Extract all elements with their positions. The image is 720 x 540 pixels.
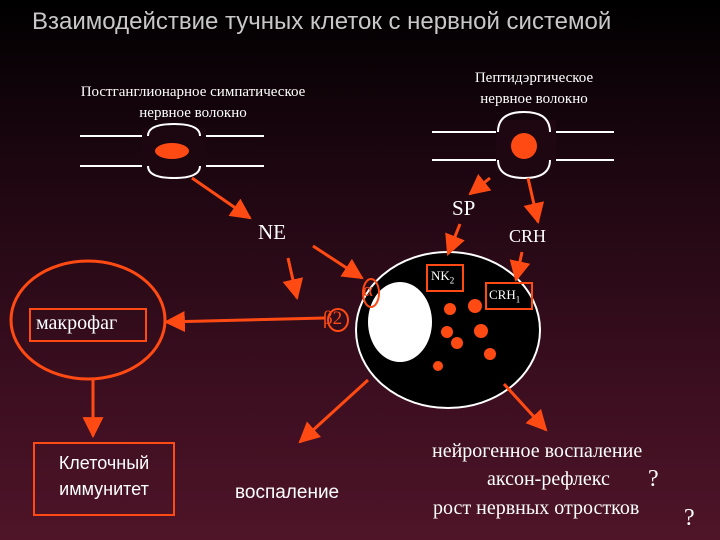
arrow-fiber-to-crh — [523, 177, 545, 225]
arrow-fiber-to-sp — [468, 173, 492, 196]
inflammation-label: воспаление — [235, 482, 340, 503]
cellular-immunity-label: Клеточный иммунитет — [34, 450, 174, 502]
granule — [444, 303, 456, 315]
nerve-growth-label: рост нервных отростков — [433, 497, 640, 519]
granule — [433, 361, 443, 371]
macrophage-box — [29, 308, 147, 342]
peptidergic-varicosity — [511, 133, 537, 159]
nk2-base: NK — [431, 268, 450, 283]
beta2-label: β2 — [323, 308, 343, 329]
arrow-crh-to-crh1 — [509, 251, 531, 283]
neurogenic-inflammation-label: нейрогенное воспаление — [432, 440, 643, 462]
crh1-receptor-box — [485, 282, 533, 310]
granule — [468, 299, 482, 313]
alpha-label: α — [363, 280, 373, 301]
nk2-receptor-box — [426, 264, 464, 292]
crh-label: CRH — [509, 226, 547, 246]
axon-reflex-question: ? — [648, 466, 659, 492]
sympathetic-nerve-fiber — [80, 122, 264, 180]
arrow-sp-to-nk2 — [445, 223, 465, 256]
granule — [484, 348, 496, 360]
axon-reflex-label: аксон-рефлекс — [487, 468, 610, 490]
macrophage-label: макрофаг — [36, 312, 118, 334]
granule — [451, 337, 463, 349]
sympathetic-fiber-line1: Постганглионарное симпатическое — [80, 84, 306, 100]
peptidergic-fiber-label: Пептидэргическое нервное волокно — [436, 68, 632, 110]
peptidergic-fiber-line2: нервное волокно — [480, 91, 588, 107]
slide-title: Взаимодействие тучных клеток с нервной с… — [32, 8, 612, 35]
crh1-base: CRH — [489, 287, 516, 302]
ne-label: NE — [258, 220, 286, 244]
beta2-receptor — [327, 308, 349, 332]
cellular-immunity-line1: Клеточный — [58, 453, 150, 473]
arrow-ne-to-alpha — [312, 244, 364, 280]
crh1-sub: 1 — [515, 294, 521, 305]
cellular-immunity-box — [33, 442, 175, 516]
peptidergic-fiber-line1: Пептидэргическое — [474, 70, 594, 86]
arrow-beta2-to-macrophage — [163, 311, 326, 333]
granule — [474, 324, 488, 338]
cellular-immunity-line2: иммунитет — [59, 479, 149, 499]
mast-cell-nucleus — [368, 282, 432, 362]
alpha-receptor — [362, 278, 380, 308]
arrow-cell-to-neurogenic — [502, 382, 548, 432]
nk2-sub: 2 — [449, 275, 455, 286]
sp-label: SP — [452, 196, 476, 220]
granule — [441, 326, 453, 338]
arrow-ne-to-beta2 — [282, 257, 304, 301]
sympathetic-fiber-line2: нервное волокно — [139, 105, 247, 121]
arrow-cell-to-inflammation — [298, 378, 370, 444]
crh1-label: CRH1 — [489, 287, 520, 305]
nerve-growth-question: ? — [684, 505, 695, 531]
arrow-fiber-to-ne — [191, 176, 252, 220]
sympathetic-varicosity — [155, 143, 189, 159]
sympathetic-fiber-label: Постганглионарное симпатическое нервное … — [34, 82, 352, 124]
nk2-label: NK2 — [431, 268, 454, 286]
peptidergic-nerve-fiber — [432, 110, 614, 180]
